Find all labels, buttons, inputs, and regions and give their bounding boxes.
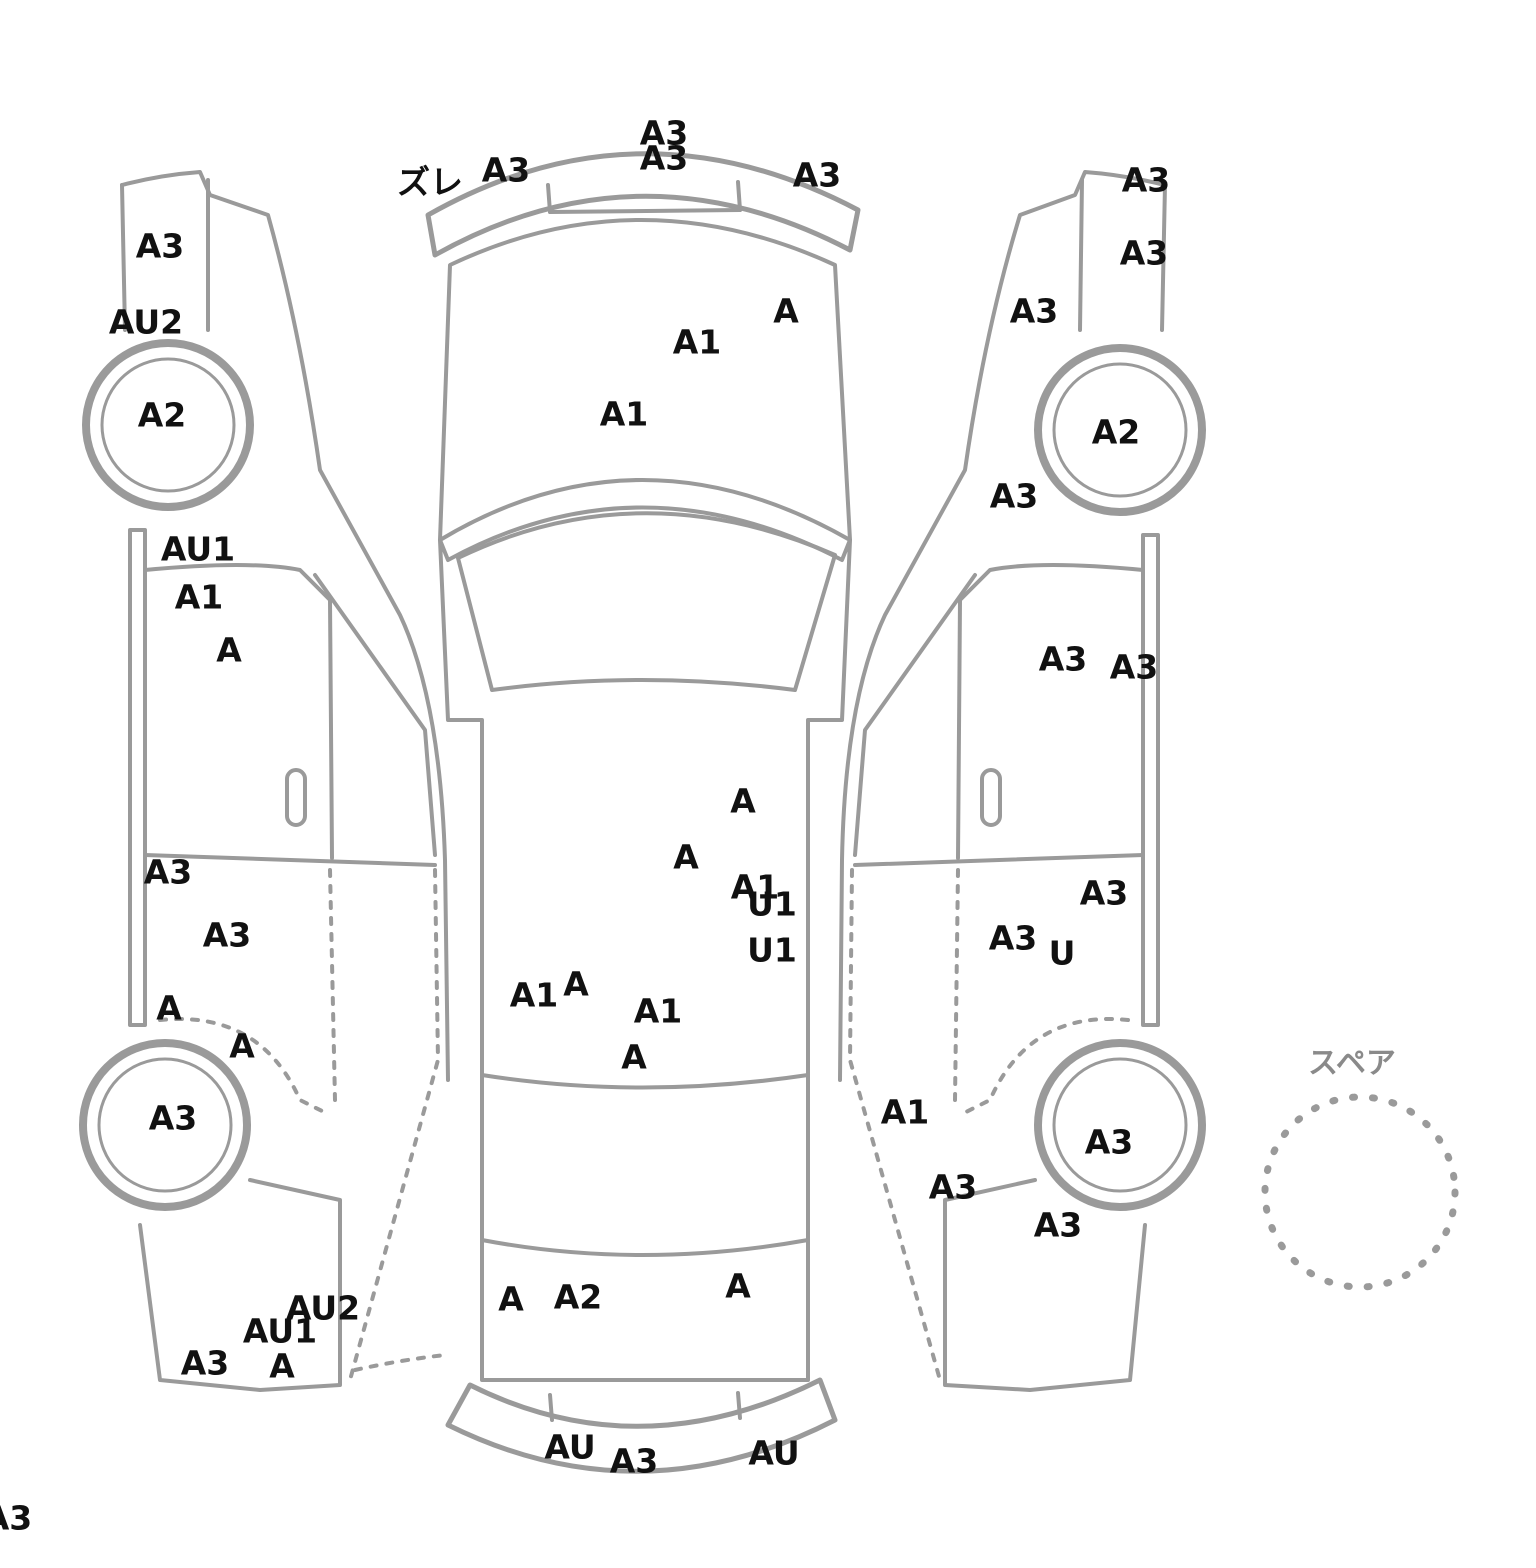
damage-mark: A bbox=[621, 1037, 647, 1077]
damage-mark: AU2 bbox=[108, 302, 184, 342]
damage-mark: A2 bbox=[1091, 412, 1141, 452]
damage-mark: AU1 bbox=[160, 529, 236, 569]
damage-mark: A1 bbox=[730, 867, 780, 907]
damage-mark: A bbox=[725, 1266, 751, 1306]
damage-mark: A3 bbox=[639, 138, 689, 178]
damage-mark: A3 bbox=[928, 1167, 978, 1207]
damage-mark: A1 bbox=[880, 1092, 930, 1132]
damage-mark: A3 bbox=[1119, 233, 1169, 273]
damage-mark: A3 bbox=[639, 113, 689, 153]
damage-mark: A3 bbox=[1038, 639, 1088, 679]
damage-mark: A1 bbox=[599, 394, 649, 434]
damage-mark: A3 bbox=[135, 226, 185, 266]
damage-mark: A2 bbox=[137, 395, 187, 435]
damage-mark: A bbox=[216, 630, 242, 670]
damage-mark: A3 bbox=[143, 852, 193, 892]
damage-mark: A bbox=[563, 964, 589, 1004]
damage-mark: A bbox=[229, 1026, 255, 1066]
damage-mark: AU2 bbox=[285, 1288, 361, 1328]
damage-mark: A2 bbox=[553, 1277, 603, 1317]
damage-mark: A bbox=[498, 1279, 524, 1319]
damage-mark: A bbox=[156, 988, 182, 1028]
damage-mark: A3 bbox=[148, 1098, 198, 1138]
damage-mark: AU bbox=[748, 1433, 800, 1473]
damage-mark: A3 bbox=[1009, 291, 1059, 331]
damage-mark: A3 bbox=[609, 1441, 659, 1481]
spare-tire-label: スペア bbox=[1308, 1046, 1396, 1081]
damage-mark: A bbox=[773, 291, 799, 331]
damage-mark: A3 bbox=[989, 476, 1039, 516]
damage-mark: ズレ bbox=[397, 162, 463, 202]
damage-mark: A1 bbox=[672, 322, 722, 362]
damage-mark: A3 bbox=[180, 1343, 230, 1383]
damage-mark: U bbox=[1048, 933, 1076, 973]
damage-mark: A3 bbox=[1109, 647, 1159, 687]
left-side-car bbox=[79, 170, 450, 1392]
damage-mark: A3 bbox=[0, 1498, 33, 1538]
damage-mark: A3 bbox=[988, 918, 1038, 958]
damage-mark: A3 bbox=[202, 915, 252, 955]
damage-mark: A3 bbox=[1033, 1205, 1083, 1245]
damage-mark: A3 bbox=[1079, 873, 1129, 913]
damage-mark: U1 bbox=[747, 930, 797, 970]
damage-mark: A1 bbox=[174, 577, 224, 617]
damage-mark: A3 bbox=[1121, 160, 1171, 200]
damage-mark: A bbox=[269, 1346, 295, 1386]
damage-mark: U1 bbox=[747, 884, 797, 924]
damage-mark: AU1 bbox=[242, 1311, 318, 1351]
damage-mark: A3 bbox=[792, 155, 842, 195]
right-side-car bbox=[838, 170, 1206, 1392]
damage-mark: A bbox=[730, 781, 756, 821]
damage-mark: AU bbox=[544, 1427, 596, 1467]
top-view-car bbox=[425, 151, 861, 1474]
damage-mark: A3 bbox=[481, 150, 531, 190]
damage-mark: A3 bbox=[1084, 1122, 1134, 1162]
damage-mark: A1 bbox=[633, 991, 683, 1031]
spare-tire bbox=[1261, 1093, 1459, 1291]
damage-mark: A1 bbox=[509, 975, 559, 1015]
damage-mark: A bbox=[673, 837, 699, 877]
